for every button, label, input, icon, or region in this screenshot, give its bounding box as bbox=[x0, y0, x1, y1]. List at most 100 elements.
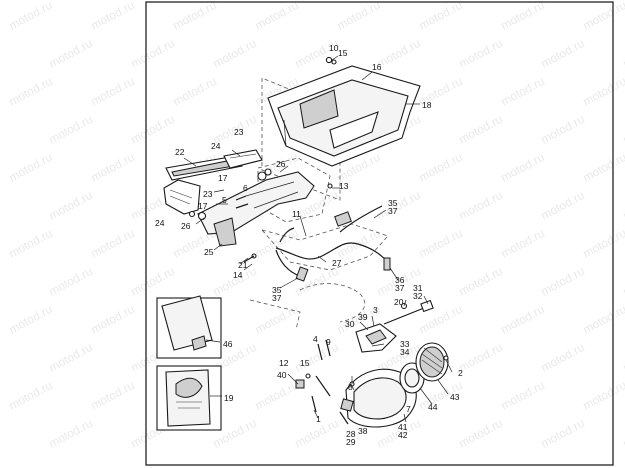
watermark-text: motod.ru bbox=[46, 416, 94, 451]
callout-8: 8 bbox=[348, 382, 353, 392]
watermark-text: motod.ru bbox=[88, 378, 136, 413]
watermark-text: motod.ru bbox=[252, 226, 300, 261]
watermark-text: motod.ru bbox=[538, 340, 586, 375]
wiring-harness bbox=[260, 205, 391, 282]
watermark-text: motod.ru bbox=[416, 0, 464, 33]
callout-25: 25 bbox=[204, 247, 214, 257]
liner-fastener bbox=[325, 56, 337, 65]
callout-24-top: 24 bbox=[211, 141, 221, 151]
watermark-text: motod.ru bbox=[46, 264, 94, 299]
callout-15-second: 15 bbox=[300, 358, 310, 368]
watermark-text: motod.ru bbox=[252, 0, 300, 33]
callout-24-left: 24 bbox=[155, 218, 165, 228]
callout-13: 13 bbox=[339, 181, 349, 191]
callout-18: 18 bbox=[422, 100, 432, 110]
callout-19: 19 bbox=[224, 393, 234, 403]
watermark-text: motod.ru bbox=[252, 378, 300, 413]
callout-31: 31 bbox=[413, 283, 423, 293]
callout-29: 29 bbox=[346, 437, 356, 447]
watermark-text: motod.ru bbox=[538, 188, 586, 223]
watermark-text: motod.ru bbox=[374, 188, 422, 223]
watermark-text: motod.ru bbox=[456, 36, 504, 71]
callout-39: 39 bbox=[358, 312, 368, 322]
turn-signal-lens-left bbox=[163, 179, 201, 215]
watermark-text: motod.ru bbox=[538, 112, 586, 147]
watermark-text: motod.ru bbox=[498, 378, 546, 413]
watermark-text: motod.ru bbox=[46, 36, 94, 71]
watermark-text: motod.ru bbox=[252, 302, 300, 337]
callout-12: 12 bbox=[279, 358, 289, 368]
watermark-text: motod.ru bbox=[620, 188, 625, 223]
screws-left bbox=[235, 183, 333, 263]
watermark-text: motod.ru bbox=[498, 226, 546, 261]
callout-41: 41 bbox=[398, 422, 408, 432]
watermark-text: motod.ru bbox=[580, 302, 625, 337]
watermark-text: motod.ru bbox=[538, 416, 586, 451]
callout-17-right: 17 bbox=[218, 173, 228, 183]
watermark-text: motod.ru bbox=[88, 74, 136, 109]
watermark-text: motod.ru bbox=[6, 74, 54, 109]
callout-27: 27 bbox=[332, 258, 342, 268]
callout-1: 1 bbox=[316, 414, 321, 424]
watermark-text: motod.ru bbox=[88, 302, 136, 337]
watermark-text: motod.ru bbox=[46, 112, 94, 147]
callout-28: 28 bbox=[346, 429, 356, 439]
callout-44: 44 bbox=[428, 402, 438, 412]
watermark-text: motod.ru bbox=[498, 0, 546, 33]
callout-leaders bbox=[183, 55, 453, 423]
callout-34: 34 bbox=[400, 347, 410, 357]
watermark-text: motod.ru bbox=[374, 36, 422, 71]
watermark-text: motod.ru bbox=[580, 0, 625, 33]
callout-23-left: 23 bbox=[203, 189, 213, 199]
watermark-text: motod.ru bbox=[456, 416, 504, 451]
callout-14: 14 bbox=[233, 270, 243, 280]
callout-10: 10 bbox=[329, 43, 339, 53]
speaker-box bbox=[345, 368, 417, 428]
callout-43: 43 bbox=[450, 392, 460, 402]
turn-signal-lens-right bbox=[223, 149, 263, 169]
watermark-text: motod.ru bbox=[456, 188, 504, 223]
watermark-text: motod.ru bbox=[456, 340, 504, 375]
watermark-text: motod.ru bbox=[580, 150, 625, 185]
watermark-text: motod.ru bbox=[128, 36, 176, 71]
watermark-text: motod.ru bbox=[498, 302, 546, 337]
callout-7: 7 bbox=[406, 404, 411, 414]
bracket-hardware bbox=[295, 302, 449, 425]
tour-pak-liner bbox=[261, 65, 421, 201]
diagram-frame bbox=[145, 1, 614, 466]
watermark-text: motod.ru bbox=[46, 188, 94, 223]
speaker-grille bbox=[415, 342, 449, 382]
callout-37-right: 37 bbox=[395, 283, 405, 293]
watermark-text: motod.ru bbox=[498, 150, 546, 185]
callout-42: 42 bbox=[398, 430, 408, 440]
speaker-bracket bbox=[355, 299, 434, 353]
watermark-text: motod.ru bbox=[334, 0, 382, 33]
watermark-text: motod.ru bbox=[46, 340, 94, 375]
callout-15: 15 bbox=[338, 48, 348, 58]
callout-40: 40 bbox=[277, 370, 287, 380]
watermark-text: motod.ru bbox=[620, 416, 625, 451]
callout-9: 9 bbox=[326, 337, 331, 347]
watermark-text: motod.ru bbox=[456, 112, 504, 147]
callout-20: 20 bbox=[394, 297, 404, 307]
watermark-text: motod.ru bbox=[456, 264, 504, 299]
watermark-text: motod.ru bbox=[292, 36, 340, 71]
watermark-text: motod.ru bbox=[210, 36, 258, 71]
stop-light-lens bbox=[165, 155, 243, 181]
frame-outline bbox=[249, 283, 366, 331]
watermark-text: motod.ru bbox=[6, 150, 54, 185]
callout-37-top: 37 bbox=[388, 206, 398, 216]
watermark-text: motod.ru bbox=[128, 264, 176, 299]
watermark-text: motod.ru bbox=[416, 150, 464, 185]
callout-6: 6 bbox=[243, 183, 248, 193]
instruction-card bbox=[156, 295, 222, 359]
callouts: 1 2 3 4 5 6 7 8 9 10 11 12 13 14 15 15 1… bbox=[155, 43, 463, 447]
watermark-text: motod.ru bbox=[128, 112, 176, 147]
watermark-text: motod.ru bbox=[580, 74, 625, 109]
callout-4: 4 bbox=[313, 334, 318, 344]
watermark-text: motod.ru bbox=[538, 36, 586, 71]
callout-3: 3 bbox=[373, 305, 378, 315]
watermark-text: motod.ru bbox=[6, 226, 54, 261]
callout-35-top: 35 bbox=[388, 198, 398, 208]
